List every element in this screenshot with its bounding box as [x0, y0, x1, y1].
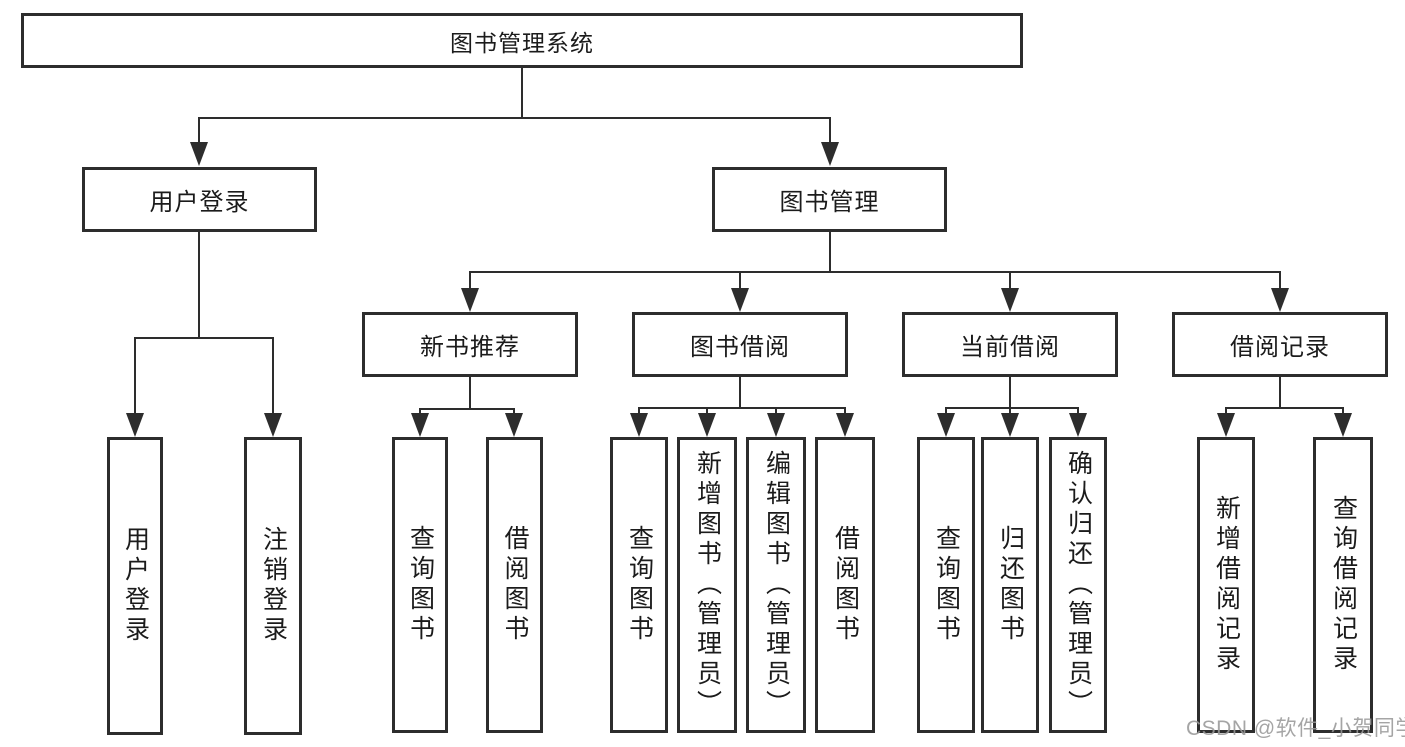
connector-drop: [419, 408, 421, 413]
node-new-book-rec: 新书推荐: [362, 312, 578, 377]
node-label: 归还图书: [996, 525, 1025, 645]
node-nb-borrow-book: 借阅图书: [486, 437, 543, 733]
node-book-mgmt: 图书管理: [712, 167, 947, 232]
connector-drop: [1077, 407, 1079, 413]
connector-drop: [272, 337, 274, 413]
connector-stem: [739, 377, 741, 409]
node-label: 新增借阅记录: [1212, 495, 1241, 675]
connector-bus: [419, 408, 515, 410]
node-cb-query-book: 查询图书: [917, 437, 975, 733]
arrow-down-icon: [731, 288, 749, 312]
arrow-down-icon: [264, 413, 282, 437]
connector-drop: [198, 117, 200, 142]
connector-drop: [829, 117, 831, 142]
arrow-down-icon: [411, 413, 429, 437]
connector-stem: [829, 232, 831, 273]
connector-drop: [775, 407, 777, 413]
arrow-down-icon: [1217, 413, 1235, 437]
connector-drop: [945, 407, 947, 413]
node-label: 用户登录: [149, 189, 250, 216]
connector-drop: [513, 408, 515, 413]
connector-drop: [469, 271, 471, 288]
arrow-down-icon: [1069, 413, 1087, 437]
node-bb-edit-book-admin: 编辑图书（管理员）: [746, 437, 806, 733]
node-label: 确认归还（管理员）: [1064, 450, 1093, 720]
arrow-down-icon: [1334, 413, 1352, 437]
connector-drop: [1225, 407, 1227, 413]
node-label: 借阅图书: [831, 525, 860, 645]
connector-stem: [521, 68, 523, 119]
node-user-login: 用户登录: [82, 167, 317, 232]
arrow-down-icon: [190, 142, 208, 166]
node-root: 图书管理系统: [21, 13, 1023, 68]
connector-bus: [945, 407, 1079, 409]
arrow-down-icon: [505, 413, 523, 437]
node-book-borrow: 图书借阅: [632, 312, 848, 377]
node-br-add-record: 新增借阅记录: [1197, 437, 1255, 733]
node-bb-query-book: 查询图书: [610, 437, 668, 733]
node-label: 查询图书: [406, 525, 435, 645]
connector-drop: [844, 407, 846, 413]
arrow-down-icon: [126, 413, 144, 437]
node-label: 新书推荐: [420, 334, 520, 361]
node-br-query-record: 查询借阅记录: [1313, 437, 1373, 733]
node-cb-return-book: 归还图书: [981, 437, 1039, 733]
connector-bus: [638, 407, 846, 409]
connector-drop: [1342, 407, 1344, 413]
node-label: 查询借阅记录: [1329, 495, 1358, 675]
node-login: 用户登录: [107, 437, 163, 735]
arrow-down-icon: [821, 142, 839, 166]
node-nb-query-book: 查询图书: [392, 437, 448, 733]
connector-drop: [638, 407, 640, 413]
node-cb-confirm-return: 确认归还（管理员）: [1049, 437, 1107, 733]
node-borrow-records: 借阅记录: [1172, 312, 1388, 377]
node-label: 注销登录: [259, 526, 288, 646]
connector-stem: [1009, 377, 1011, 409]
connector-bus: [134, 337, 274, 339]
node-label: 查询图书: [625, 525, 654, 645]
arrow-down-icon: [1001, 413, 1019, 437]
node-bb-add-book-admin: 新增图书（管理员）: [677, 437, 737, 733]
watermark-text: CSDN @软件_小贺同学: [1186, 717, 1405, 740]
connector-drop: [1279, 271, 1281, 288]
node-logout: 注销登录: [244, 437, 302, 735]
connector-bus: [1225, 407, 1344, 409]
arrow-down-icon: [937, 413, 955, 437]
node-label: 图书借阅: [690, 334, 790, 361]
node-label: 借阅记录: [1230, 334, 1330, 361]
connector-stem: [198, 232, 200, 339]
node-bb-borrow-book: 借阅图书: [815, 437, 875, 733]
node-label: 编辑图书（管理员）: [762, 450, 791, 720]
connector-stem: [469, 377, 471, 410]
node-label: 当前借阅: [960, 334, 1060, 361]
connector-bus: [469, 271, 1281, 273]
node-current-borrow: 当前借阅: [902, 312, 1118, 377]
node-label: 图书管理系统: [450, 29, 594, 56]
connector-drop: [706, 407, 708, 413]
arrow-down-icon: [767, 413, 785, 437]
node-label: 用户登录: [121, 526, 150, 646]
arrow-down-icon: [1271, 288, 1289, 312]
arrow-down-icon: [1001, 288, 1019, 312]
arrow-down-icon: [836, 413, 854, 437]
connector-drop: [134, 337, 136, 413]
connector-drop: [1009, 407, 1011, 413]
arrow-down-icon: [630, 413, 648, 437]
arrow-down-icon: [698, 413, 716, 437]
node-label: 借阅图书: [501, 525, 529, 645]
node-label: 图书管理: [779, 189, 880, 216]
node-label: 查询图书: [932, 525, 961, 645]
connector-drop: [1009, 271, 1011, 288]
connector-bus: [198, 117, 831, 119]
connector-stem: [1279, 377, 1281, 409]
arrow-down-icon: [461, 288, 479, 312]
connector-drop: [739, 271, 741, 288]
node-label: 新增图书（管理员）: [693, 450, 722, 720]
